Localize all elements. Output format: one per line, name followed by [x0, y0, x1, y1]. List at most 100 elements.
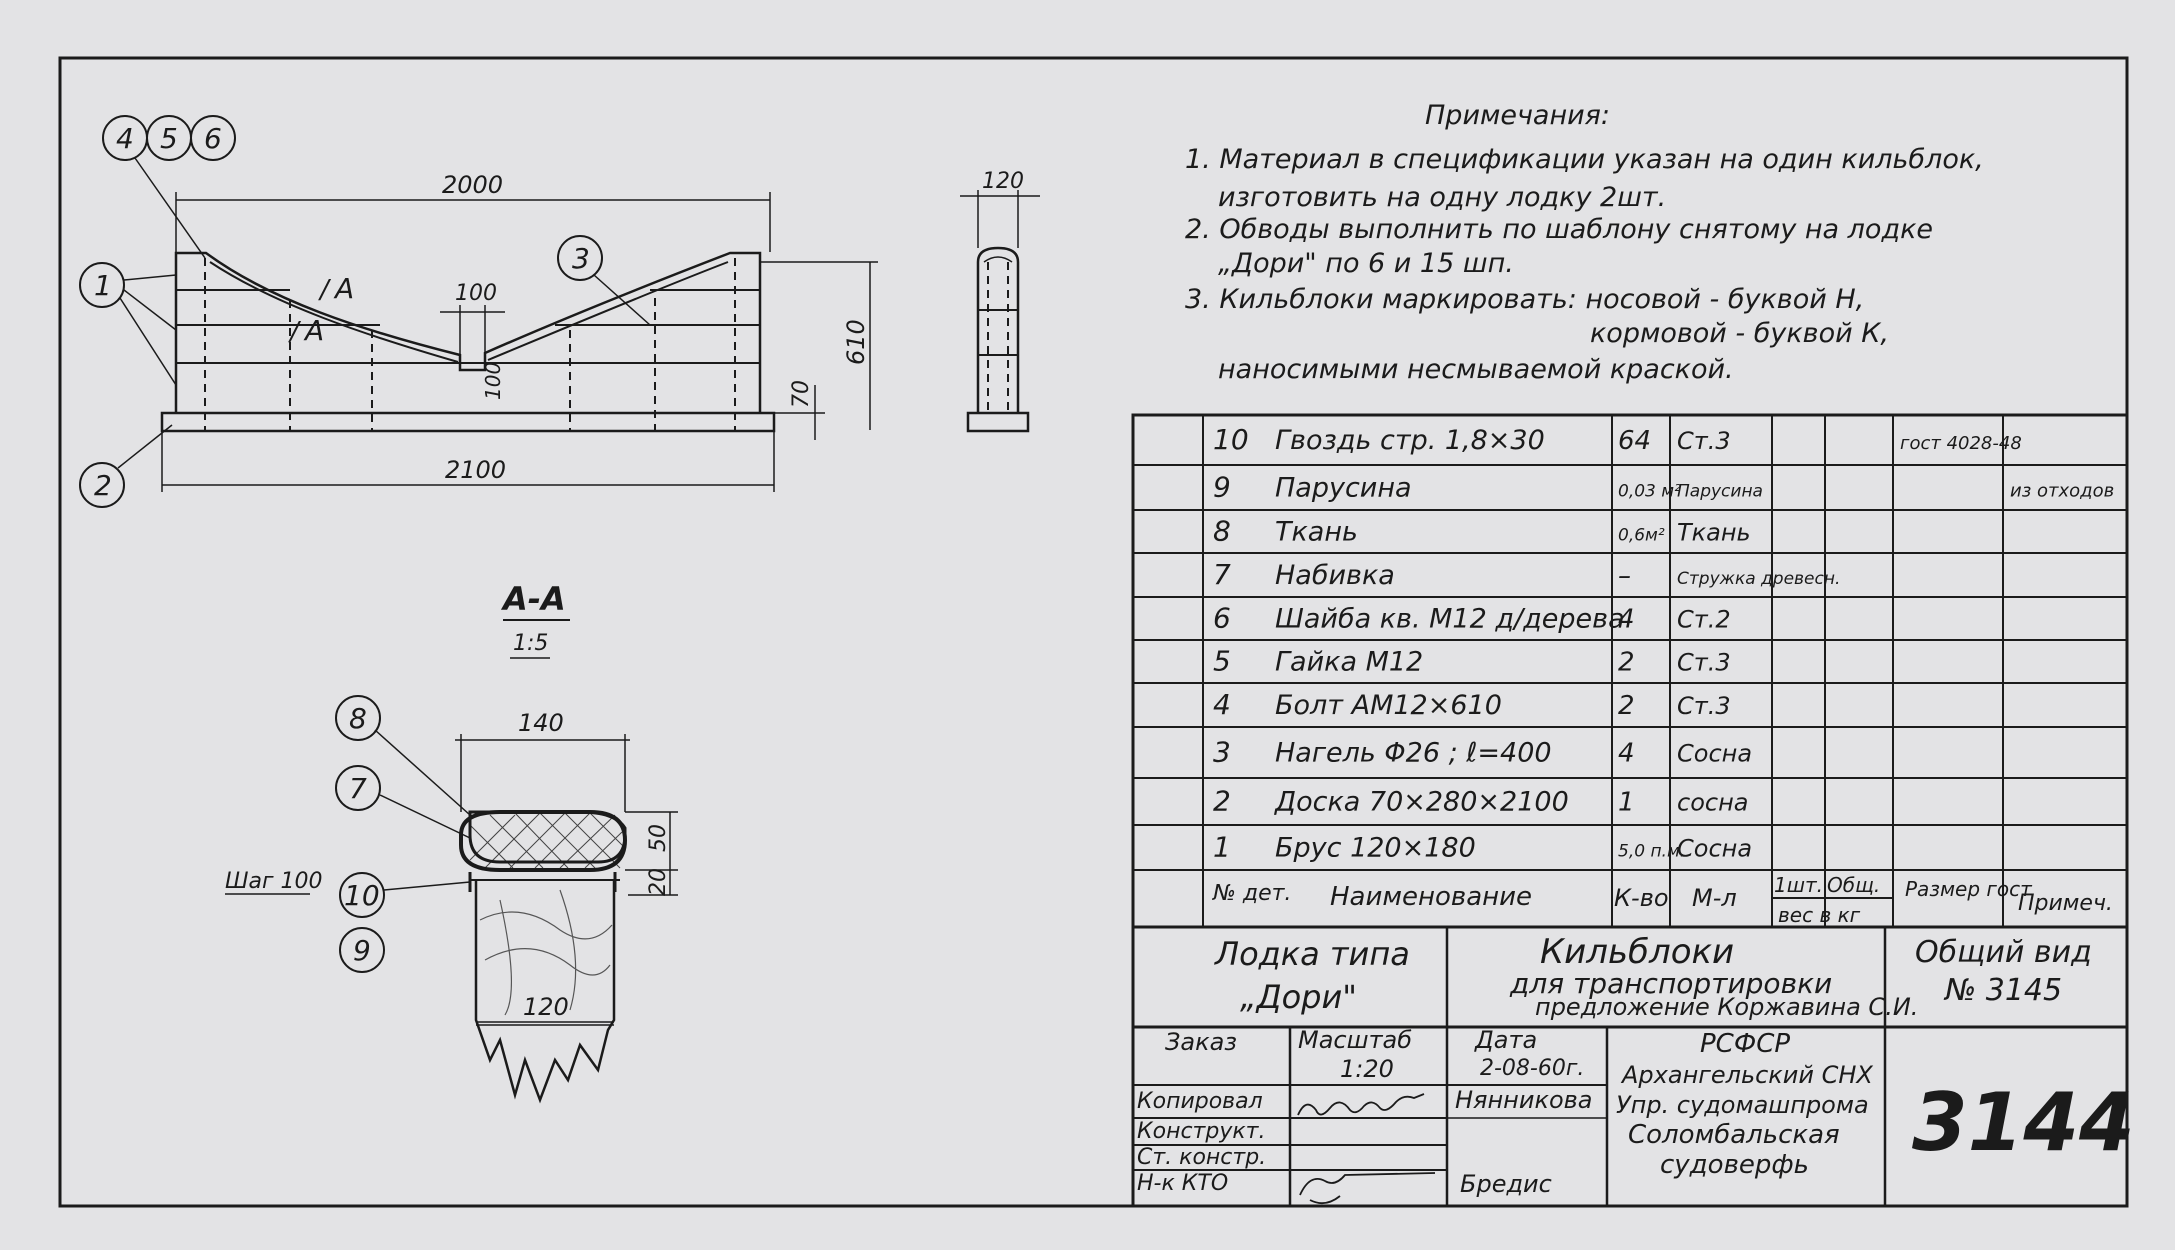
role-label: Ст. констр. [1137, 1145, 1266, 1170]
spec-header-qty: К-во [1614, 884, 1669, 912]
note-line: изготовить на одну лодку 2шт. [1218, 182, 1666, 213]
spec-cell-name: Брус 120×180 [1275, 833, 1476, 864]
spec-cell-material: сосна [1677, 789, 1748, 817]
spec-cell-qty: 0,6м² [1618, 526, 1665, 546]
spec-cell-no: 5 [1213, 645, 1231, 678]
callout: 10 [339, 872, 471, 918]
svg-text:3: 3 [572, 242, 590, 275]
callout: 7 [335, 765, 471, 839]
view-label: Общий вид [1915, 935, 2092, 970]
svg-text:5: 5 [160, 122, 178, 155]
note-line: кормовой - буквой К, [1590, 318, 1889, 349]
spec-cell-material: Парусина [1677, 482, 1763, 502]
org-line: Архангельский СНХ [1620, 1061, 1873, 1089]
dim-50: 50 [646, 824, 671, 852]
spec-cell-qty: 4 [1618, 739, 1635, 769]
dim-notch-width: 100 [455, 281, 497, 306]
note-line: 2. Обводы выполнить по шаблону снятому н… [1185, 214, 1933, 245]
org-line: Соломбальская [1628, 1120, 1840, 1150]
spec-cell-no: 2 [1213, 785, 1231, 818]
spec-cell-qty: 4 [1618, 605, 1635, 635]
spec-cell-name: Доска 70×280×2100 [1274, 787, 1569, 818]
spec-cell-name: Нагель Φ26 ; ℓ=400 [1275, 738, 1552, 769]
spec-header-std: Размер гост [1905, 877, 2033, 901]
boat-name: „Дори" [1240, 978, 1357, 1016]
spec-cell-note: из отходов [2010, 481, 2114, 502]
spec-cell-name: Болт АМ12×610 [1275, 690, 1502, 721]
sheet-number: 3144 [1912, 1076, 2135, 1169]
spec-cell-qty: 2 [1618, 648, 1635, 678]
callout: 4 5 6 [102, 115, 236, 259]
block-body [174, 251, 762, 413]
person-name: Бредис [1460, 1170, 1552, 1198]
callout: 3 [557, 235, 651, 326]
spec-cell-name: Ткань [1275, 517, 1358, 548]
base-board [160, 411, 776, 433]
spec-header-note: Примеч. [2018, 891, 2113, 916]
title-block: Лодка типа „Дори" Кильблоки для транспор… [1131, 927, 2135, 1206]
note-line: наносимыми несмываемой краской. [1218, 354, 1734, 385]
section-mark-digit: / [288, 317, 302, 347]
spec-cell-name: Шайба кв. М12 д/дерева [1275, 604, 1625, 635]
org-line: РСФСР [1700, 1029, 1790, 1059]
dim-2100: 2100 [445, 456, 506, 484]
svg-text:4: 4 [116, 122, 134, 155]
svg-text:6: 6 [204, 122, 222, 155]
spec-cell-material: Ст.3 [1677, 649, 1731, 677]
spec-cell-qty: – [1618, 561, 1631, 591]
spec-cell-no: 10 [1213, 423, 1249, 456]
svg-text:1: 1 [94, 269, 112, 302]
dim-120-side: 120 [982, 169, 1024, 194]
signature [1299, 1172, 1436, 1205]
dim-2000: 2000 [442, 171, 503, 199]
spec-cell-material: Ст.3 [1677, 692, 1731, 720]
boat-type: Лодка типа [1214, 935, 1410, 973]
role-label: Н-к КТО [1137, 1171, 1228, 1196]
callout: 8 [335, 695, 471, 816]
section-mark-digit: / [318, 275, 332, 305]
spec-cell-material: Стружка древесн. [1677, 569, 1840, 589]
svg-text:8: 8 [349, 702, 367, 735]
notes-title: Примечания: [1425, 100, 1610, 131]
date-label: Дата [1474, 1026, 1537, 1054]
cradle-curve [487, 261, 729, 361]
note-line: 1. Материал в спецификации указан на оди… [1185, 144, 1984, 175]
cradle-curve [209, 261, 459, 363]
section-scale: 1:5 [513, 631, 548, 656]
doc-title: Кильблоки [1540, 932, 1734, 972]
spec-cell-qty: 2 [1618, 691, 1635, 721]
wood-beam [474, 880, 616, 1104]
pitch-label: Шаг 100 [225, 869, 323, 894]
spec-cell-name: Гвоздь стр. 1,8×30 [1275, 425, 1545, 456]
svg-text:2: 2 [94, 469, 112, 502]
spec-cell-standard: гост 4028-48 [1900, 433, 2022, 454]
spec-cell-no: 3 [1213, 736, 1231, 769]
svg-text:7: 7 [349, 772, 367, 805]
spec-cell-qty: 64 [1618, 426, 1651, 456]
dim-610: 610 [842, 319, 870, 365]
signature [1297, 1093, 1425, 1116]
spec-cell-material: Сосна [1677, 740, 1752, 768]
spec-cell-no: 9 [1213, 471, 1231, 504]
section-aa: A-A 1:5 140 120 [225, 580, 678, 1104]
section-title: A-A [500, 580, 566, 618]
org-line: судоверфь [1660, 1150, 1809, 1180]
side-view: 120 [960, 169, 1040, 433]
spec-cell-material: Ст.2 [1677, 606, 1731, 634]
dim-20: 20 [646, 868, 671, 896]
role-label: Копировал [1137, 1089, 1263, 1114]
spec-cell-name: Гайка М12 [1275, 647, 1423, 678]
svg-text:10: 10 [344, 879, 380, 912]
spec-cell-material: Ст.3 [1677, 427, 1731, 455]
section-mark: A [333, 272, 354, 305]
spec-header-w2: Общ. [1827, 873, 1880, 897]
dim-140: 140 [518, 709, 564, 737]
spec-header-no: № дет. [1212, 881, 1291, 906]
person-name: Нянникова [1455, 1086, 1593, 1114]
doc-subtitle: для транспортировки [1509, 967, 1832, 1000]
spec-cell-material: Ткань [1677, 519, 1751, 547]
spec-header-w1: 1шт. [1774, 873, 1823, 897]
spec-cell-no: 8 [1213, 515, 1231, 548]
